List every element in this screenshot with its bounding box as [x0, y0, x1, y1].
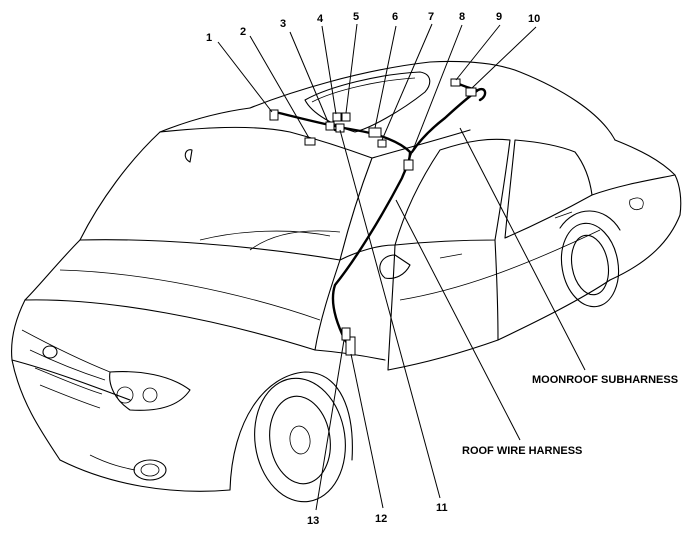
callout-5: 5 — [353, 11, 359, 23]
connector-4 — [332, 112, 342, 122]
label-moonroof-subharness: MOONROOF SUBHARNESS — [532, 374, 678, 386]
callout-6: 6 — [392, 11, 398, 23]
connector-11 — [335, 123, 345, 133]
callout-7: 7 — [428, 11, 434, 23]
callout-4: 4 — [317, 13, 324, 25]
callout-10: 10 — [528, 13, 540, 25]
connector-5 — [341, 112, 351, 122]
callout-8: 8 — [459, 11, 465, 23]
callout-3: 3 — [280, 18, 286, 30]
connector-9 — [450, 78, 461, 87]
connector-7 — [377, 139, 387, 148]
leader-lines — [217, 23, 586, 511]
callout-1: 1 — [206, 32, 212, 44]
label-roof-wire-harness: ROOF WIRE HARNESS — [462, 445, 582, 457]
callout-13: 13 — [307, 515, 319, 527]
callout-9: 9 — [496, 11, 502, 23]
connectors — [269, 78, 477, 356]
callout-11: 11 — [436, 502, 448, 514]
callout-numbers: 1 2 3 4 5 6 7 8 9 10 11 12 13 — [206, 11, 540, 527]
callout-12: 12 — [375, 513, 387, 525]
connector-2 — [304, 137, 316, 146]
connector-6 — [368, 127, 382, 138]
connector-1 — [269, 109, 279, 121]
connector-10 — [465, 87, 477, 97]
connector-13 — [341, 327, 351, 341]
connector-3 — [325, 121, 335, 131]
car-body — [11, 60, 682, 503]
callout-2: 2 — [240, 26, 246, 38]
connector-8 — [403, 159, 414, 171]
